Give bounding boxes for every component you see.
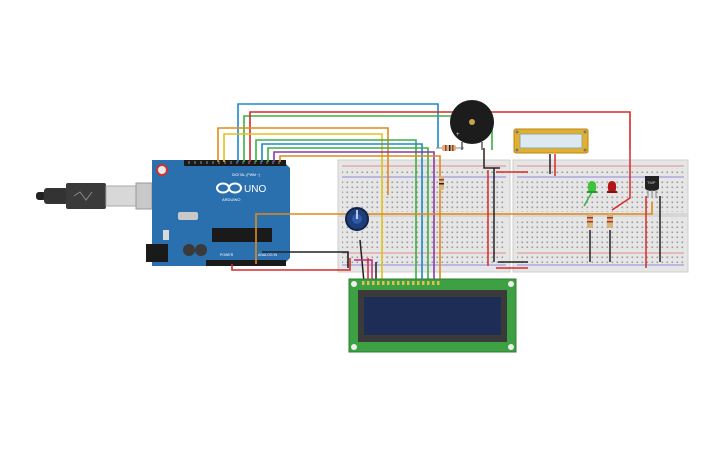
wire-orange-2 xyxy=(279,155,441,280)
resistor-vertical[interactable] xyxy=(439,176,444,190)
resistor-led-2[interactable] xyxy=(607,214,613,228)
arduino-logo-icon xyxy=(216,182,242,194)
wire-red-right xyxy=(611,150,631,211)
wire-yellow xyxy=(223,133,383,280)
wire-blue-2 xyxy=(261,143,423,280)
potentiometer[interactable] xyxy=(345,207,369,231)
wire-green xyxy=(243,115,493,162)
board-brand: ARDUINO xyxy=(222,197,240,202)
arduino-uno[interactable]: UNO ARDUINO DIGITAL (PWM ~) POWER ANALOG… xyxy=(146,160,290,266)
wire-magenta-lcd xyxy=(354,259,373,282)
wire-purple xyxy=(273,151,435,280)
wire-green-led xyxy=(583,191,593,207)
resistor[interactable] xyxy=(436,145,464,151)
sensor-label: TMP xyxy=(647,180,656,185)
wires-digital xyxy=(217,103,631,280)
led-green[interactable] xyxy=(587,181,597,193)
wire-green-2 xyxy=(255,139,417,280)
reset-button[interactable] xyxy=(156,164,168,176)
piezo-buzzer[interactable]: + xyxy=(450,100,494,150)
led-red[interactable] xyxy=(607,181,617,193)
wire-black-gnd xyxy=(262,251,349,268)
wire-blue xyxy=(237,103,439,162)
wire-red-top xyxy=(249,111,631,162)
digital-header-label: DIGITAL (PWM ~) xyxy=(232,173,260,177)
wire-black-lcd xyxy=(359,239,365,283)
board-model: UNO xyxy=(244,184,266,195)
breadboard-right[interactable] xyxy=(512,159,689,273)
temperature-sensor[interactable]: TMP xyxy=(645,176,659,198)
breadboard-left[interactable] xyxy=(337,159,511,273)
usb-cable[interactable] xyxy=(36,182,153,210)
wire-orange-a0 xyxy=(255,202,653,264)
wire-orange xyxy=(217,127,389,195)
power-header-label: POWER xyxy=(220,253,234,257)
lcd-screen xyxy=(364,297,501,335)
analog-header-label: ANALOG IN xyxy=(258,253,278,257)
wires-breadboard xyxy=(354,148,661,283)
wire-red-5v xyxy=(231,258,351,271)
wires-power xyxy=(231,202,653,271)
lcd-16x2[interactable] xyxy=(348,278,517,353)
svg-text:+: + xyxy=(456,132,460,138)
resistor-led-1[interactable] xyxy=(587,214,593,228)
slide-potentiometer[interactable] xyxy=(513,128,589,154)
